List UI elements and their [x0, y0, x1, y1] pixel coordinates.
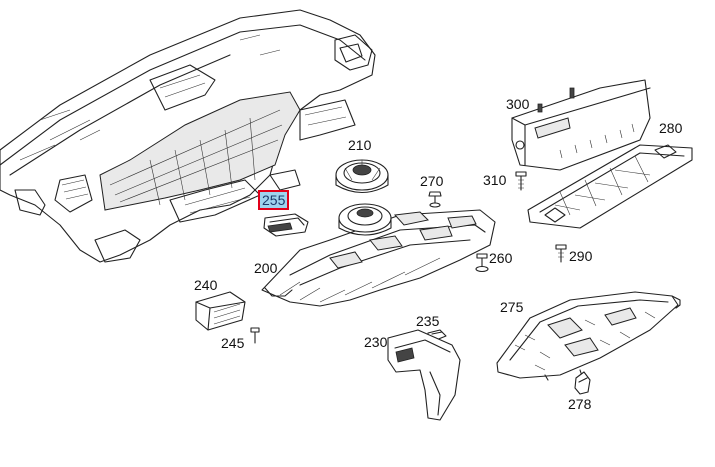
part-270-screw — [428, 191, 442, 208]
callout-240[interactable]: 240 — [194, 277, 218, 293]
part-278-clip — [574, 371, 591, 395]
part-310-bolt — [515, 171, 527, 191]
callout-280[interactable]: 280 — [659, 120, 683, 136]
part-255-switch — [263, 213, 309, 237]
callout-255-highlighted[interactable]: 255 — [258, 190, 290, 210]
part-260-screw — [475, 253, 489, 273]
part-275-panel — [496, 291, 681, 381]
part-240-unit — [195, 291, 246, 331]
callout-230[interactable]: 230 — [364, 334, 388, 350]
part-280-bracket — [527, 144, 693, 229]
callout-310[interactable]: 310 — [483, 172, 507, 188]
callout-235[interactable]: 235 — [416, 313, 440, 329]
callout-200[interactable]: 200 — [254, 260, 278, 276]
part-245-screw — [250, 327, 260, 344]
dashboard-assembly — [0, 9, 376, 263]
part-290-bolt — [555, 244, 567, 263]
part-210-speaker — [335, 159, 389, 194]
callout-210[interactable]: 210 — [348, 137, 372, 153]
part-230-trim — [387, 329, 461, 421]
callout-300[interactable]: 300 — [506, 96, 530, 112]
callout-275[interactable]: 275 — [500, 299, 524, 315]
callout-245[interactable]: 245 — [221, 335, 245, 351]
part-200-console-tray — [261, 203, 496, 307]
callout-260[interactable]: 260 — [489, 250, 513, 266]
callout-290[interactable]: 290 — [569, 248, 593, 264]
callout-270[interactable]: 270 — [420, 173, 444, 189]
callout-278[interactable]: 278 — [568, 396, 592, 412]
part-300-module — [511, 79, 651, 171]
